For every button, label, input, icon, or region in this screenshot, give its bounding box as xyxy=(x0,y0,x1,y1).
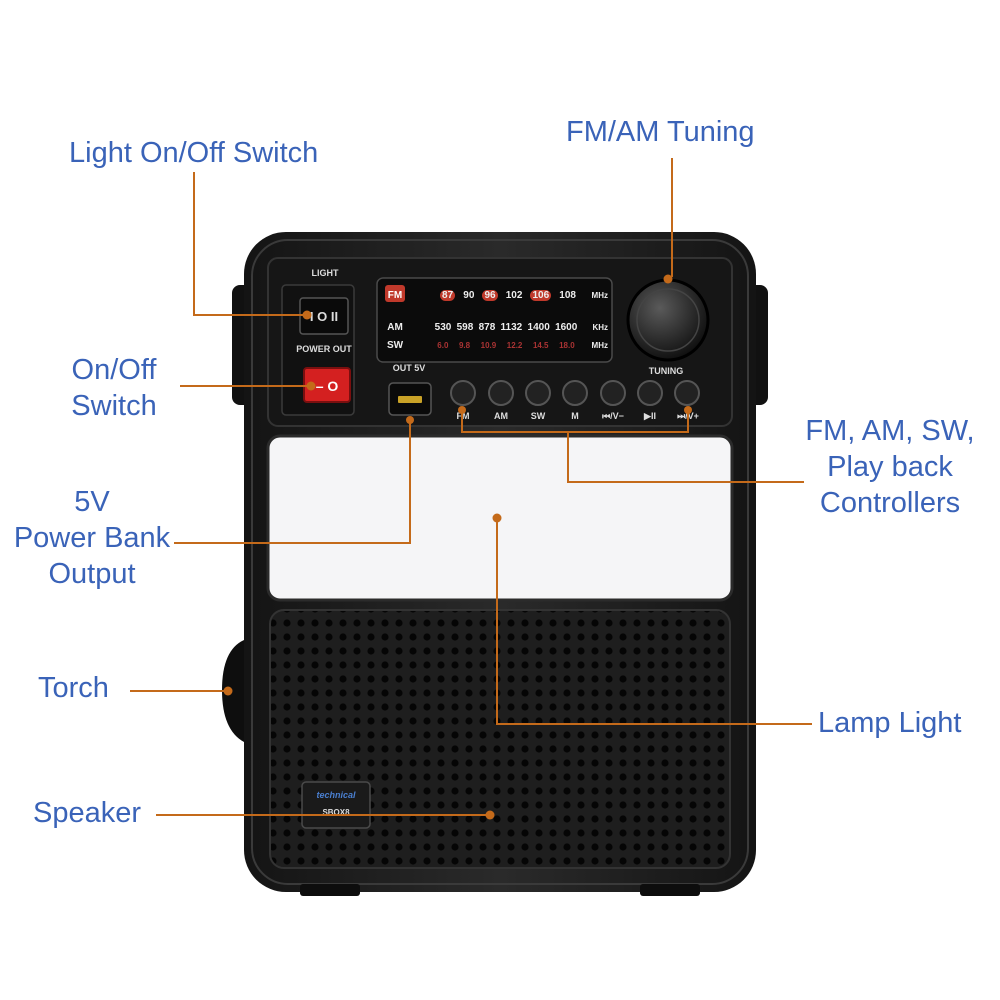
speaker-grille xyxy=(269,609,731,869)
am-value: 1400 xyxy=(527,321,550,333)
dial-scale: FM 87 90 96 102 106 108 MHz AM 530 598 8… xyxy=(384,286,608,354)
usb-label: OUT 5V xyxy=(392,363,426,373)
light-label: LIGHT xyxy=(311,268,339,278)
tuning-knob xyxy=(626,278,710,362)
badge-model: SBOX8 xyxy=(322,808,350,817)
sw-band-label: SW xyxy=(386,339,404,351)
fm-value: 96 xyxy=(482,289,498,301)
button-caption: SW xyxy=(530,411,546,421)
prev-vol-down-button xyxy=(600,380,626,406)
callout-usb: 5V Power Bank Output xyxy=(4,484,180,592)
svg-text:– O: – O xyxy=(316,378,339,394)
fm-values: 87 90 96 102 106 108 xyxy=(406,289,580,301)
svg-text:I O II: I O II xyxy=(310,309,338,324)
button-caption: ▶II xyxy=(644,411,656,421)
callout-tuning: FM/AM Tuning xyxy=(566,116,755,148)
button-caption: M xyxy=(571,411,579,421)
callout-speaker: Speaker xyxy=(33,797,142,829)
fm-unit: MHz xyxy=(591,290,608,300)
callout-power-switch-line1: On/Off xyxy=(71,354,157,386)
badge-brand: technical xyxy=(316,790,356,800)
sw-button xyxy=(525,380,551,406)
button-caption: ⏭/V+ xyxy=(677,411,699,421)
am-unit: KHz xyxy=(592,322,608,332)
play-pause-button xyxy=(637,380,663,406)
callout-power-switch-line2: Switch xyxy=(71,390,157,422)
lamp-panel xyxy=(266,434,734,602)
fm-band-label: FM xyxy=(387,289,403,301)
callout-usb-line3: Output xyxy=(48,558,136,590)
am-value: 878 xyxy=(478,321,496,333)
fm-value: 108 xyxy=(559,289,576,301)
sw-value: 12.2 xyxy=(506,340,523,350)
sw-value: 14.5 xyxy=(532,340,549,350)
memory-button xyxy=(562,380,588,406)
am-values: 530 598 878 1132 1400 1600 xyxy=(406,322,580,333)
callout-power-switch: On/Off Switch xyxy=(48,352,180,424)
fm-value: 106 xyxy=(530,289,552,301)
light-rocker-switch xyxy=(299,297,349,335)
callout-controllers-line3: Controllers xyxy=(819,487,961,519)
am-value: 1132 xyxy=(500,321,523,333)
callout-controllers-line2: Play back xyxy=(827,451,953,483)
callout-controllers: FM, AM, SW, Play back Controllers xyxy=(792,413,988,521)
sw-values: 6.0 9.8 10.9 12.2 14.5 18.0 xyxy=(406,341,580,350)
callout-usb-line1: 5V xyxy=(74,486,110,518)
next-vol-up-button xyxy=(674,380,700,406)
torch-bulge xyxy=(222,640,244,742)
button-caption: FM xyxy=(456,411,470,421)
am-value: 1600 xyxy=(555,321,578,333)
am-value: 530 xyxy=(434,321,452,333)
power-out-label: POWER OUT xyxy=(296,344,352,354)
am-value: 598 xyxy=(456,321,474,333)
button-caption: ⏮/V− xyxy=(602,411,624,421)
fm-value: 87 xyxy=(440,289,456,301)
sw-value: 6.0 xyxy=(437,340,449,350)
callout-torch: Torch xyxy=(38,672,109,704)
fm-value: 90 xyxy=(463,289,475,301)
am-band-label: AM xyxy=(387,321,403,333)
dial-window xyxy=(376,277,613,363)
sw-value: 10.9 xyxy=(480,340,497,350)
sw-value: 18.0 xyxy=(559,340,575,350)
sw-unit: MHz xyxy=(591,340,608,350)
sw-value: 9.8 xyxy=(458,340,471,350)
callout-usb-line2: Power Bank xyxy=(13,522,171,554)
callout-light-switch: Light On/Off Switch xyxy=(69,137,319,169)
fm-button xyxy=(450,380,476,406)
callout-lamp: Lamp Light xyxy=(818,707,962,739)
control-buttons xyxy=(450,380,700,406)
am-button xyxy=(488,380,514,406)
brand-badge xyxy=(301,781,371,829)
fm-value: 102 xyxy=(505,289,523,301)
button-caption: AM xyxy=(494,411,508,421)
tuning-label: TUNING xyxy=(648,366,684,376)
callout-controllers-line1: FM, AM, SW, xyxy=(805,415,975,447)
